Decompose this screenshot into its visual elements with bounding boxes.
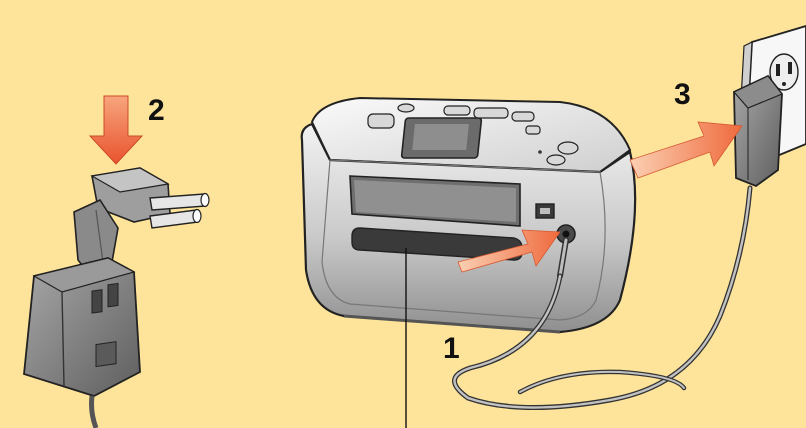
adapter-plug-assembly: [24, 96, 209, 428]
wall-outlet-assembly: [734, 26, 806, 186]
step-label-3: 3: [674, 80, 691, 110]
step-label-1: 1: [443, 334, 460, 364]
printer: [302, 98, 635, 332]
step-label-2: 2: [148, 96, 165, 126]
wall-plug-arrow-icon: [630, 122, 742, 178]
down-arrow-icon: [90, 96, 142, 164]
